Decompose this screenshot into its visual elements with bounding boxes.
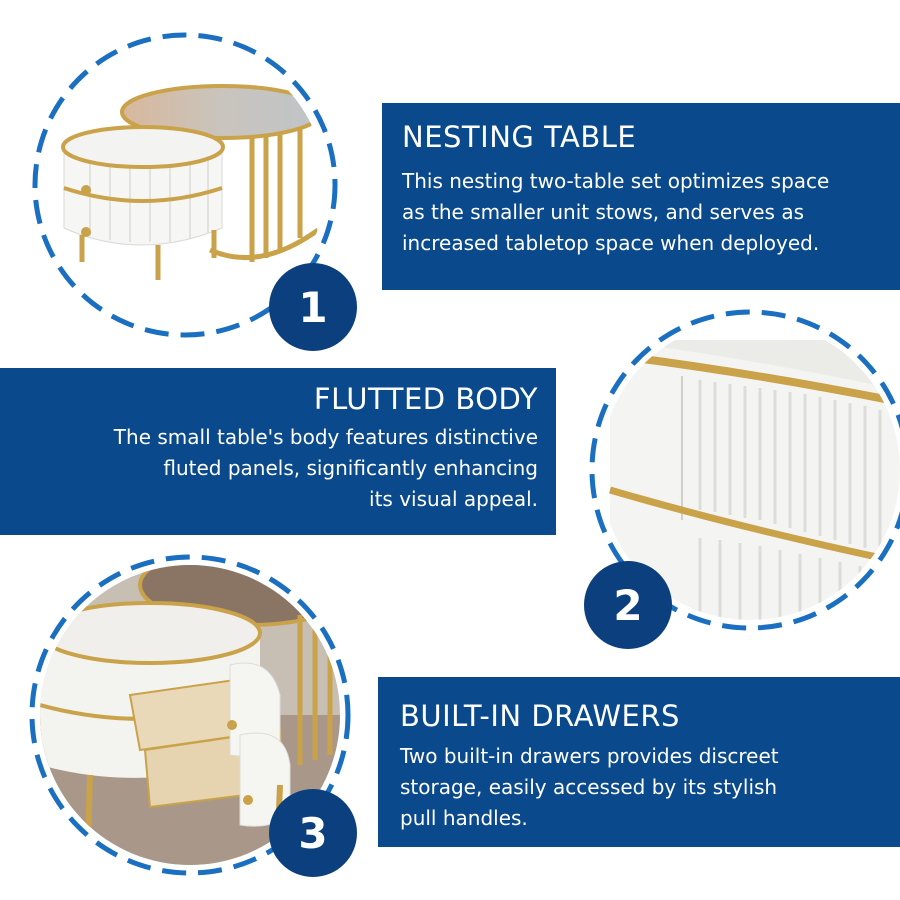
dashed-ring-3 xyxy=(29,554,351,876)
dashed-ring-1 xyxy=(32,32,338,338)
badge-number-1: 1 xyxy=(298,283,327,332)
feature-title-1: NESTING TABLE xyxy=(402,120,637,154)
number-badge-1: 1 xyxy=(269,263,357,351)
number-badge-3: 3 xyxy=(269,789,357,877)
built-in-drawers-photo: 3 xyxy=(29,554,357,877)
number-badge-2: 2 xyxy=(584,561,672,649)
badge-number-2: 2 xyxy=(613,581,642,630)
fluted-body-photo: 2 xyxy=(584,309,900,649)
feature-title-2: FLUTTED BODY xyxy=(313,382,538,416)
feature-panel-fluted-body: FLUTTED BODY The small table's body feat… xyxy=(0,368,556,535)
feature-description-2: The small table's body features distinct… xyxy=(113,425,538,511)
feature-panel-nesting-table: NESTING TABLE This nesting two-table set… xyxy=(382,103,900,290)
feature-panel-built-in-drawers: BUILT-IN DRAWERS Two built-in drawers pr… xyxy=(378,677,900,847)
feature-description-3: Two built-in drawers provides discreet s… xyxy=(400,744,779,830)
feature-description-1: This nesting two-table set optimizes spa… xyxy=(402,169,830,255)
feature-title-3: BUILT-IN DRAWERS xyxy=(400,699,680,733)
nesting-table-photo: 1 xyxy=(32,32,357,351)
badge-number-3: 3 xyxy=(298,809,327,858)
